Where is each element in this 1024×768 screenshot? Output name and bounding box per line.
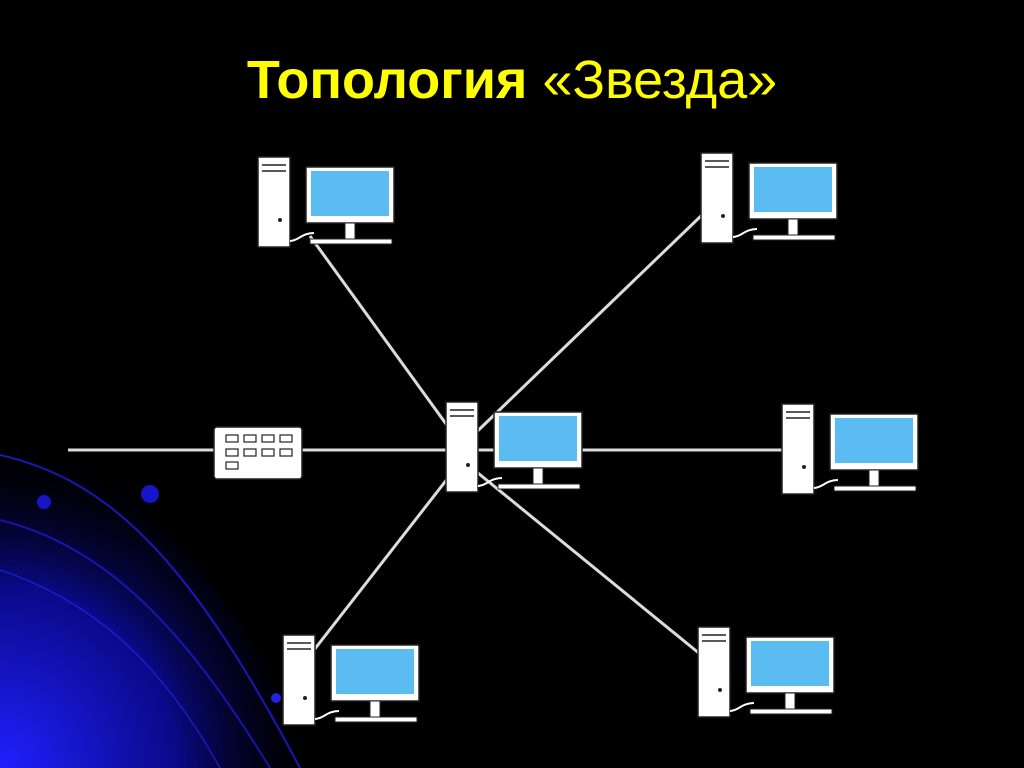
- computer-bottom-left-icon: [282, 634, 420, 726]
- title-normal-part: «Звезда»: [542, 50, 778, 110]
- computer-top-right-icon: [700, 152, 838, 244]
- cable-to-top-left: [308, 235, 464, 447]
- cables: [68, 212, 784, 656]
- computer-bottom-right-icon: [697, 626, 835, 718]
- slide-title: Топология «Звезда»: [0, 48, 1024, 112]
- cable-to-bottom-right: [461, 458, 701, 656]
- title-bold-part: Топология: [246, 50, 528, 110]
- cable-to-bottom-left: [312, 459, 464, 651]
- network-switch-icon: [213, 426, 303, 480]
- computer-top-left-icon: [257, 156, 395, 248]
- computer-right-icon: [781, 403, 919, 495]
- cable-to-top-right: [460, 212, 705, 448]
- hub-computer-icon: [445, 401, 583, 493]
